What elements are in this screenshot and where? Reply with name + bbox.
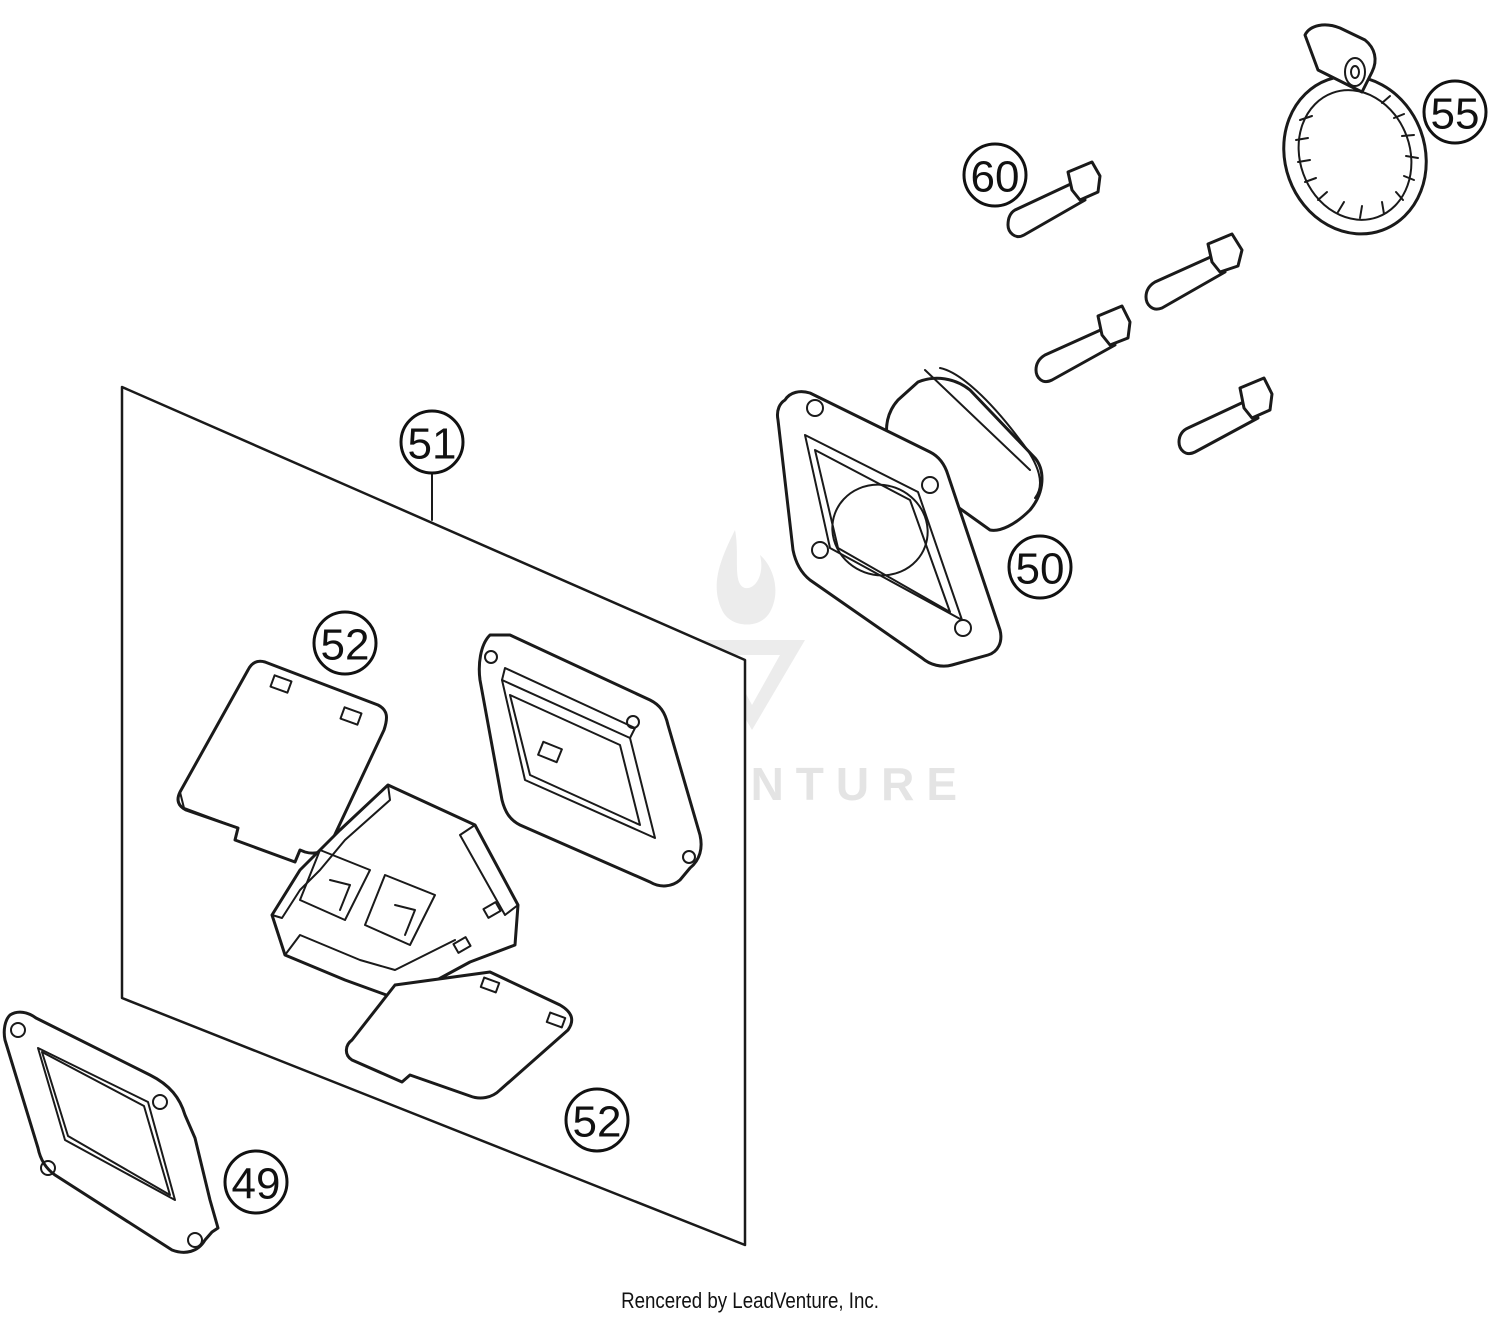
callout-50-label: 50 [1016, 545, 1065, 594]
callout-49: 49 [223, 1149, 289, 1215]
bolt-2[interactable] [1144, 232, 1244, 311]
callout-60: 60 [962, 142, 1028, 208]
reed-petal-upper[interactable] [176, 659, 388, 864]
hose-clamp[interactable] [1262, 23, 1448, 254]
bolt-4[interactable] [1177, 376, 1274, 456]
callout-52-upper-label: 52 [321, 621, 370, 670]
callout-49-label: 49 [232, 1160, 281, 1209]
callout-55-label: 55 [1431, 90, 1480, 139]
callout-52-upper: 52 [312, 610, 378, 676]
callout-55: 55 [1422, 79, 1488, 145]
callout-51: 51 [399, 409, 465, 475]
callout-52-lower-label: 52 [573, 1098, 622, 1147]
bolt-1[interactable] [1006, 160, 1102, 239]
footer-credit: Rencered by LeadVenture, Inc. [621, 1288, 879, 1313]
callout-60-label: 60 [971, 153, 1020, 202]
intake-gasket[interactable] [2, 1010, 220, 1254]
reed-cage[interactable] [270, 783, 520, 1002]
bolt-3[interactable] [1034, 304, 1132, 384]
callout-52-lower: 52 [564, 1087, 630, 1153]
reed-petal-lower[interactable] [344, 970, 574, 1100]
callout-51-label: 51 [408, 420, 457, 469]
reed-housing-frame[interactable] [477, 633, 703, 888]
callout-50: 50 [1007, 534, 1073, 600]
intake-flange[interactable] [776, 367, 1044, 668]
